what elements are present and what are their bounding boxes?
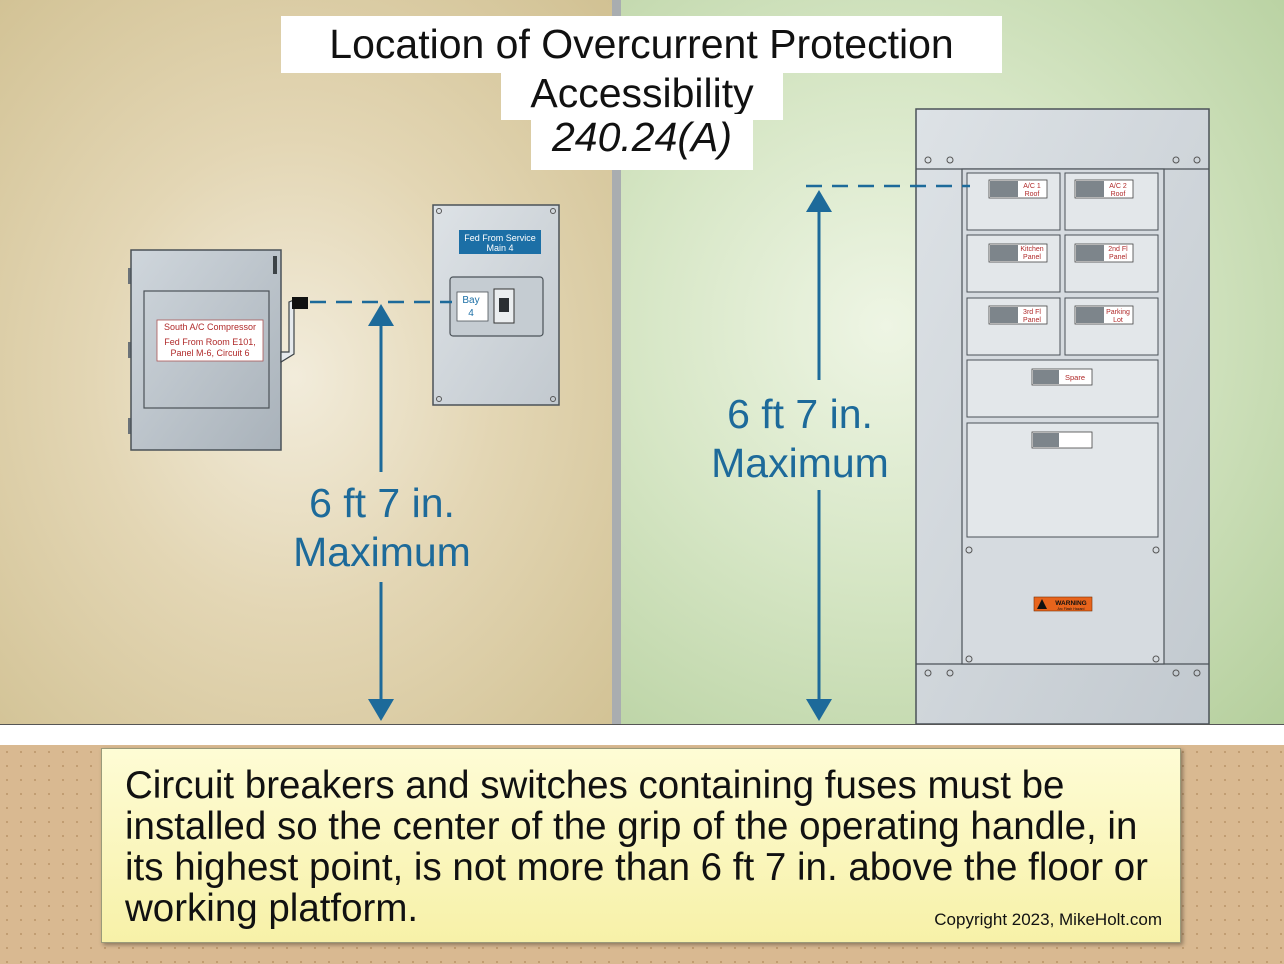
small-panel: Fed From Service Main 4 Bay 4 xyxy=(432,204,560,406)
wall-divider xyxy=(612,0,621,724)
svg-text:Panel: Panel xyxy=(1023,254,1041,261)
dimension-right xyxy=(806,184,970,721)
warning-label: WARNING Arc Flash Hazard xyxy=(1033,596,1093,612)
baseboard xyxy=(0,724,1284,746)
note-box: Circuit breakers and switches containing… xyxy=(101,748,1181,943)
breaker-ac1: A/C 1 Roof xyxy=(988,179,1048,199)
breaker-2nd-floor: 2nd Fl Panel xyxy=(1074,243,1134,263)
dimension-left-label: 6 ft 7 in. Maximum xyxy=(262,479,502,577)
breaker-3rd-floor: 3rd Fl Panel xyxy=(988,305,1048,325)
small-panel-label-line2: Main 4 xyxy=(486,243,513,253)
svg-text:Panel: Panel xyxy=(1023,317,1041,324)
bay-label: Bay xyxy=(462,295,479,306)
svg-text:2nd Fl: 2nd Fl xyxy=(1108,246,1128,253)
svg-text:Kitchen: Kitchen xyxy=(1020,246,1043,253)
disconnect-switch: South A/C Compressor Fed From Room E101,… xyxy=(128,249,308,451)
switch-label-line3: Panel M-6, Circuit 6 xyxy=(170,348,249,358)
switch-label-line1: South A/C Compressor xyxy=(164,322,256,332)
arrow-up-icon xyxy=(806,190,832,212)
bay-number: 4 xyxy=(468,308,474,319)
svg-text:A/C 1: A/C 1 xyxy=(1023,183,1041,190)
switch-label-line2: Fed From Room E101, xyxy=(164,337,256,347)
breaker-blank xyxy=(1031,431,1093,449)
dimension-right-label: 6 ft 7 in. Maximum xyxy=(680,390,920,488)
small-panel-label-line1: Fed From Service xyxy=(464,233,536,243)
title-code-reference: 240.24(A) xyxy=(531,114,753,170)
arrow-down-icon xyxy=(806,699,832,721)
note-text: Circuit breakers and switches containing… xyxy=(125,764,1148,930)
svg-text:Arc Flash Hazard: Arc Flash Hazard xyxy=(1057,607,1084,611)
breaker-ac2: A/C 2 Roof xyxy=(1074,179,1134,199)
arrow-up-icon xyxy=(368,304,394,326)
svg-text:Parking: Parking xyxy=(1106,309,1130,316)
svg-text:3rd Fl: 3rd Fl xyxy=(1023,309,1041,316)
svg-text:Roof: Roof xyxy=(1025,191,1040,198)
dimension-right-qualifier: Maximum xyxy=(711,440,889,486)
dimension-left-qualifier: Maximum xyxy=(293,529,471,575)
svg-text:A/C 2: A/C 2 xyxy=(1109,183,1127,190)
dimension-left-value: 6 ft 7 in. xyxy=(309,480,455,526)
svg-text:Lot: Lot xyxy=(1113,317,1123,324)
breaker-spare: Spare xyxy=(1031,368,1093,386)
svg-text:WARNING: WARNING xyxy=(1055,600,1086,607)
title-line2: Accessibility xyxy=(501,71,783,120)
arrow-down-icon xyxy=(368,699,394,721)
main-panelboard: A/C 1 Roof A/C 2 Roof Kitchen Panel 2nd … xyxy=(915,108,1210,724)
switch-handle-grip xyxy=(292,297,308,309)
svg-text:Roof: Roof xyxy=(1111,191,1126,198)
dimension-left xyxy=(310,300,452,721)
title-line1: Location of Overcurrent Protection xyxy=(281,16,1002,73)
svg-text:Panel: Panel xyxy=(1109,254,1127,261)
copyright: Copyright 2023, MikeHolt.com xyxy=(934,910,1162,929)
svg-text:Spare: Spare xyxy=(1065,373,1085,382)
equipment-drawing: South A/C Compressor Fed From Room E101,… xyxy=(128,108,1210,724)
dimension-right-value: 6 ft 7 in. xyxy=(727,391,873,437)
breaker-kitchen: Kitchen Panel xyxy=(988,243,1048,263)
breaker-parking-lot: Parking Lot xyxy=(1074,305,1134,325)
